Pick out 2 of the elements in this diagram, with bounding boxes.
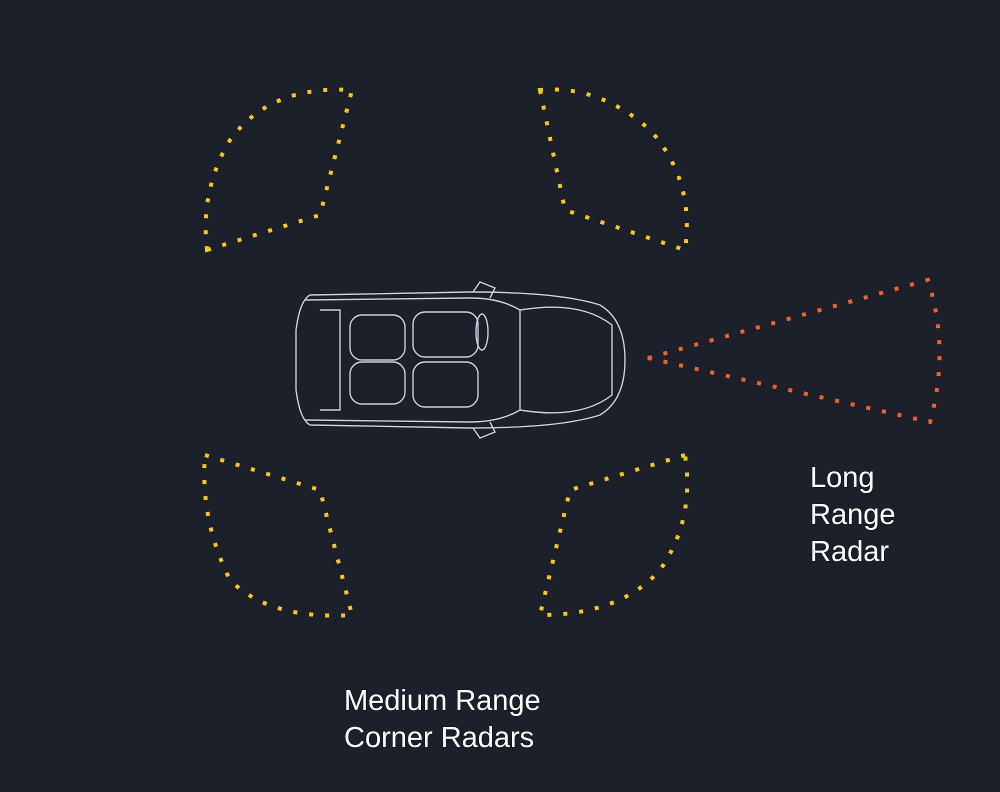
label-text: Medium Range Corner Radars [344,684,542,756]
label-text: Long Range Radar [810,461,896,570]
